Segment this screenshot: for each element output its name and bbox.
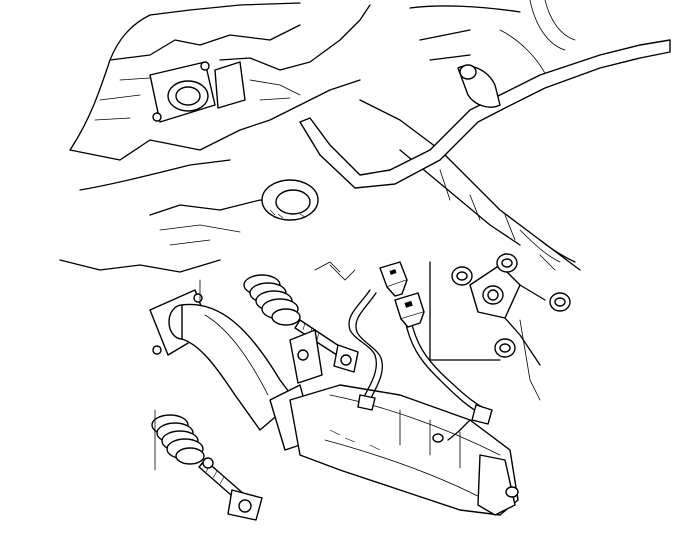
mounting-nuts <box>451 253 571 358</box>
mounting-bracket <box>429 261 546 366</box>
thermostat-housing <box>149 61 246 123</box>
sensor-connectors <box>379 261 425 328</box>
leader-lines <box>154 261 541 471</box>
oxygen-sensor-wiring <box>348 289 493 441</box>
catalytic-converter <box>289 384 519 516</box>
rubber-mount-ring <box>261 179 319 221</box>
flange-bolt-lower <box>198 457 263 521</box>
compression-spring-upper <box>243 274 301 326</box>
compression-spring-lower <box>151 414 205 465</box>
flange-bolt-upper <box>289 319 359 384</box>
stabilizer-bar <box>299 0 671 189</box>
